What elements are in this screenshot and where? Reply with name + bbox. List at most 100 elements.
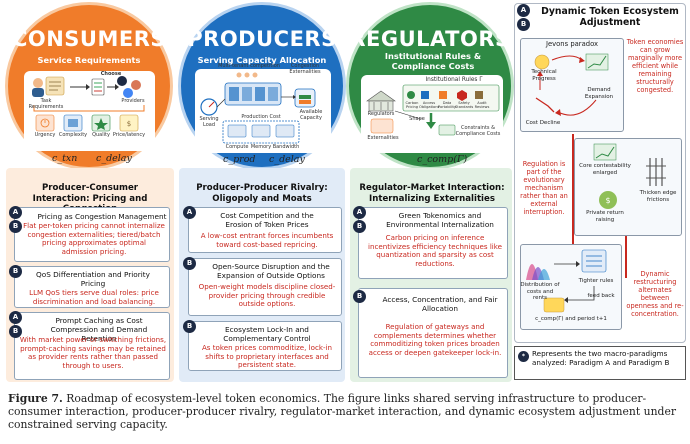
paradigm-badge-a: A <box>183 206 196 219</box>
paradigm-badge-b: B <box>353 290 366 303</box>
price-icon <box>119 114 139 132</box>
card-body: LLM QoS tiers serve dual roles: price di… <box>29 288 159 306</box>
card-body: As token prices commoditize, lock-in shi… <box>201 343 333 370</box>
thicken-label: Thicken edge frictions <box>639 190 677 203</box>
card-body: Open-weight models discipline closed-pro… <box>198 282 336 309</box>
data-label: Data Portability <box>437 101 457 109</box>
shape-label: Shape <box>409 116 425 122</box>
card-open-source: Open-Source Disruption and the Expansion… <box>188 258 342 316</box>
card-cost-competition: Cost Competition and the Erosion of Toke… <box>188 207 342 253</box>
regulators-circle: REGULATORS Institutional Rules & Complia… <box>346 2 514 170</box>
down-chart-icon <box>535 97 555 113</box>
technical-progress-label: Technical Progress <box>531 69 557 82</box>
production-cost-label: Production Cost <box>241 114 281 120</box>
regulators-label: Regulators <box>367 111 395 117</box>
paradigm-badge-b: B <box>183 320 196 333</box>
jevons-label: Jevons paradox <box>545 40 599 48</box>
card-prompt-caching: Prompt Caching as Cost Compression and D… <box>14 312 170 380</box>
paradigm-badge-a: A <box>9 311 22 324</box>
user-icon <box>33 78 43 88</box>
card-qos-differentiation: QoS Differentiation and Priority Pricing… <box>14 266 170 308</box>
capitol-icon <box>366 90 396 102</box>
carbon-icon <box>407 91 415 99</box>
figure-caption: Figure 7. Roadmap of ecosystem-level tok… <box>8 392 684 432</box>
audit-icon <box>475 91 483 99</box>
contestability-diagram: $ <box>593 143 666 209</box>
data-icon <box>439 91 447 99</box>
card-title: Ecosystem Lock-In and Complementary Cont… <box>223 325 311 343</box>
demand-expansion-label: Demand Expansion <box>584 87 614 100</box>
card-body: Regulation of gateways and complements d… <box>368 322 502 357</box>
consumers-formula-txn: c_txn <box>52 153 78 164</box>
caption-text: Roadmap of ecosystem-level token economi… <box>8 392 677 432</box>
note-top: Token economies can grow marginally more… <box>626 38 684 94</box>
private-return-label: Private return raising <box>586 210 624 223</box>
card-body: Flat per-token pricing cannot internaliz… <box>23 221 165 256</box>
memory-icon <box>251 124 271 138</box>
paradigm-badge-b: B <box>353 220 366 233</box>
card-body: Carbon pricing on inference incentivizes… <box>368 233 502 268</box>
producers-circle: PRODUCERS Serving Capacity Allocation <box>178 2 346 170</box>
legend-text: Represents the two macro-paradigms analy… <box>532 349 670 367</box>
paradigm-badge-a: A <box>353 206 366 219</box>
note-left: Regulation is part of the evolutionary m… <box>520 160 568 216</box>
distribution-diagram <box>526 249 607 313</box>
money-bag-icon <box>599 191 617 209</box>
safety-icon <box>457 90 467 101</box>
legend-symbol: * <box>518 351 529 362</box>
price-label: Price/latency <box>112 132 146 138</box>
multi-tenant-label-visible: Multi-tenant competition <box>218 63 280 69</box>
task-requirements-label: Task Requirements <box>28 98 64 110</box>
caption-label: Figure 7. <box>8 392 63 405</box>
safety-label: Safety Standards <box>455 101 474 109</box>
comp-period-label: c_comp(Γ) and period t+1 <box>535 316 607 322</box>
card-title: Open-Source Disruption and the Expansion… <box>212 262 330 280</box>
legend-box <box>514 346 686 380</box>
card-title: Green Tokenomics and Environmental Inter… <box>386 211 494 229</box>
provider-icon-2 <box>131 80 141 90</box>
quality-label: Quality <box>92 132 110 138</box>
compute-icon <box>227 124 247 138</box>
card-title: Access, Concentration, and Fair Allocati… <box>382 295 498 313</box>
consumers-illustration: $ <box>32 76 145 132</box>
tighter-rules-label: Tighter rules <box>578 278 614 284</box>
flow-arrow <box>625 236 627 278</box>
access-icon <box>421 91 429 99</box>
paradigm-badge-b: B <box>9 325 22 338</box>
contestability-box <box>574 138 682 236</box>
providers-label: Providers <box>121 98 145 104</box>
regulators-illustration <box>366 84 500 136</box>
core-contestability-label: Core contestability enlarged <box>579 163 631 176</box>
regulators-title: REGULATORS <box>349 27 511 51</box>
bandwidth-label: Bandwidth <box>272 144 300 150</box>
available-capacity-label: Available Capacity <box>299 109 323 121</box>
svg-text:$: $ <box>127 120 131 128</box>
serving-load-label: Serving Load <box>199 116 219 128</box>
urgency-label: Urgency <box>34 132 56 138</box>
producers-title: PRODUCERS <box>187 27 337 51</box>
congestion-label: Congestion Externalities <box>289 63 321 75</box>
producers-formula-prod: c_prod <box>223 154 256 165</box>
paradigm-badge-a: A <box>517 4 530 17</box>
note-right: Dynamic restructuring alternates between… <box>626 270 684 318</box>
constraints-icon <box>438 124 456 136</box>
card-title: QoS Differentiation and Priority Pricing <box>36 270 150 288</box>
consumers-circle: CONSUMERS Service Requirements <box>5 2 173 170</box>
card-access-concentration: Access, Concentration, and Fair Allocati… <box>358 288 508 378</box>
carbon-label: Carbon Pricing <box>405 101 419 109</box>
regulators-subtitle: Institutional Rules & Compliance Costs <box>384 51 482 71</box>
feed-back-label: feed back <box>587 293 615 299</box>
card-body: With market power or switching frictions… <box>19 335 167 370</box>
jevons-cycle <box>534 53 609 116</box>
consumers-subtitle: Service Requirements <box>37 55 141 65</box>
audit-label: Audit Reviews <box>474 101 490 109</box>
dynamic-title: Dynamic Token Ecosystem Adjustment <box>541 6 679 28</box>
cost-decline-label: Cost Decline <box>525 120 561 126</box>
flow-arrow <box>572 134 574 244</box>
card-green-tokenomics: Green Tokenomics and Environmental Inter… <box>358 207 508 279</box>
paradigm-badge-b: B <box>517 18 530 31</box>
svg-text:$: $ <box>605 196 610 205</box>
card-body: A low-cost entrant forces incumbents tow… <box>200 231 334 249</box>
consumers-title: CONSUMERS <box>11 27 167 51</box>
consumers-formula-delay: c_delay <box>96 153 132 164</box>
